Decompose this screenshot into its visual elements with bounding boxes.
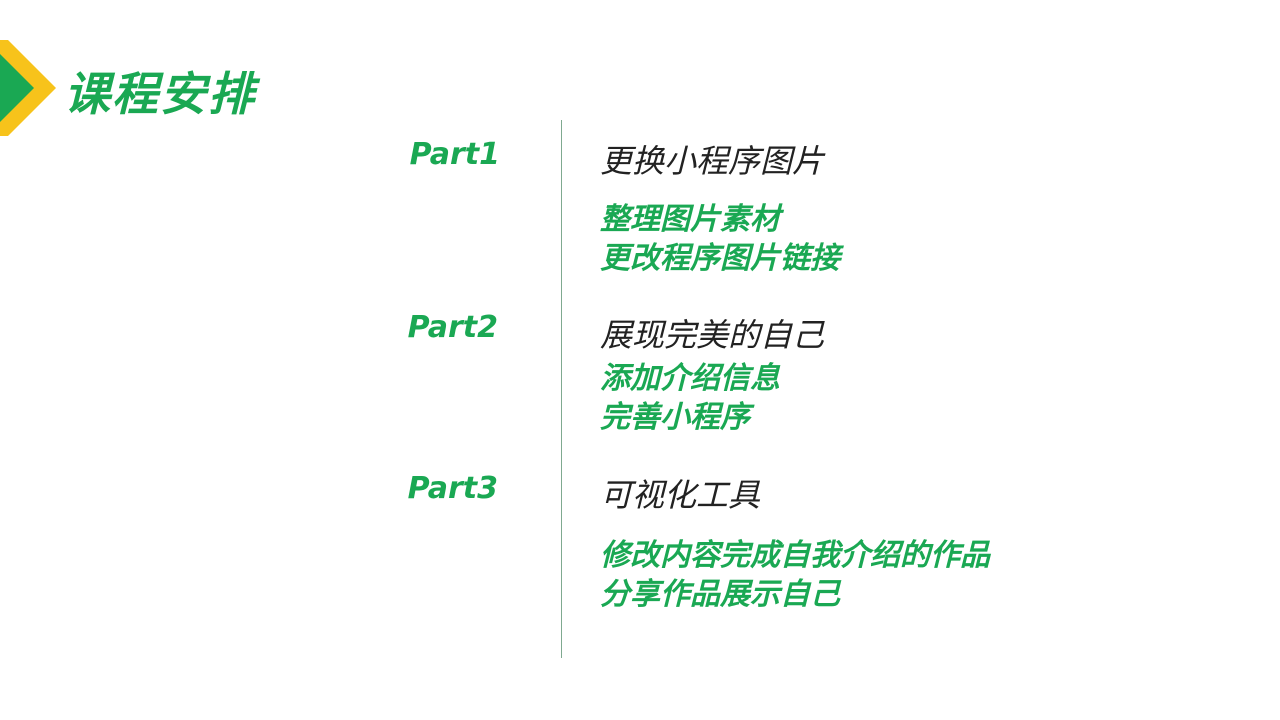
section-point-1-2: 更改程序图片链接 <box>600 241 840 276</box>
section-heading-3: 可视化工具 <box>600 476 761 514</box>
section-point-3-1: 修改内容完成自我介绍的作品 <box>600 538 990 573</box>
part-label-1: Part1 <box>409 137 500 172</box>
chevron-arrow-icon <box>0 40 56 136</box>
section-point-1-1: 整理图片素材 <box>600 202 780 237</box>
section-point-2-2: 完善小程序 <box>600 400 750 435</box>
section-heading-1: 更换小程序图片 <box>600 142 825 180</box>
chevron-inner-shape <box>0 54 34 122</box>
section-heading-2: 展现完美的自己 <box>600 316 825 354</box>
section-point-3-2: 分享作品展示自己 <box>600 577 840 612</box>
section-point-2-1: 添加介绍信息 <box>600 361 780 396</box>
part-label-3: Part3 <box>407 471 498 506</box>
page-title: 课程安排 <box>64 67 256 121</box>
part-label-2: Part2 <box>407 310 498 345</box>
vertical-divider <box>561 120 562 658</box>
